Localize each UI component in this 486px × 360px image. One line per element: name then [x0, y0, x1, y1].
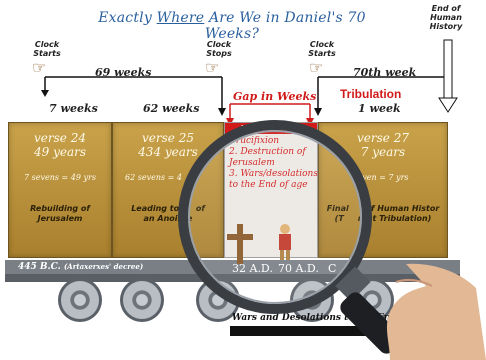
span-70th-week: 70th week: [353, 66, 417, 79]
block-verse-27: verse 27 7 years even = 7 yrs Final of H…: [318, 122, 448, 258]
wheel-icon: [120, 278, 164, 322]
wars-desolations-label: Wars and Desolations to the End: [232, 313, 397, 323]
span-7-weeks: 7 weeks: [49, 102, 98, 115]
title-where: Where: [156, 10, 205, 26]
title-part: Exactly: [98, 10, 157, 26]
clock-starts-label-1: Clock Starts: [33, 40, 61, 58]
date-value: 445 B.C.: [18, 262, 61, 272]
gap-events-list: Crucifixion 2. Destruction of Jerusalem …: [225, 134, 318, 193]
roman-soldier-icon: [279, 224, 291, 260]
wheel-icon: [58, 278, 102, 322]
clock-starts-label-2: Clock Starts: [308, 40, 336, 58]
span-gap: Gap in Weeks: [233, 90, 317, 103]
verse-label: verse 24: [34, 131, 86, 145]
block-verse-25: verse 25 434 years 62 sevens = 4 Leading…: [112, 122, 224, 258]
cross-icon: [227, 224, 253, 264]
span-tribulation: Tribulation: [340, 87, 402, 101]
equation-label: 7 sevens = 49 yrs: [24, 173, 96, 182]
hand-icon: ☞: [205, 58, 220, 77]
years-label: 7 years: [360, 145, 406, 159]
years-label: 49 years: [33, 145, 86, 159]
years-label: 434 years: [138, 145, 198, 159]
equation-label: 62 sevens = 4: [125, 173, 182, 182]
span-1-week: 1 week: [358, 102, 401, 115]
span-69-weeks: 69 weeks: [95, 66, 152, 79]
date-70ad: 70 A.D.: [278, 262, 319, 275]
equation-label: even = 7 yrs: [357, 173, 409, 182]
hand-icon: ☞: [309, 58, 324, 77]
date-445bc: 445 B.C. (Artaxerxes' decree): [18, 262, 143, 272]
verse-label: verse 25: [142, 131, 194, 145]
span-62-weeks: 62 weeks: [143, 102, 200, 115]
date-c: C: [328, 262, 336, 275]
date-32ad: 32 A.D.: [232, 262, 273, 275]
page-title: Exactly Where Are We in Daniel's 70 Week…: [72, 10, 392, 42]
title-part: Are We in Daniel's 70 Weeks?: [204, 10, 366, 42]
end-of-history-label: End of Human History: [429, 4, 463, 31]
decree-label: (Artaxerxes' decree): [63, 262, 144, 271]
hand-icon: ☞: [32, 58, 47, 77]
magnifying-glass-icon: [178, 120, 486, 360]
verse-label: verse 27: [357, 131, 409, 145]
block-verse-24: verse 24 49 years 7 sevens = 49 yrs Rebu…: [8, 122, 112, 258]
clock-stops-label: Clock Stops: [206, 40, 232, 58]
description-label: Rebuilding of Jerusalem: [30, 204, 90, 223]
description-label: Leading to of an Anointe: [131, 204, 205, 223]
